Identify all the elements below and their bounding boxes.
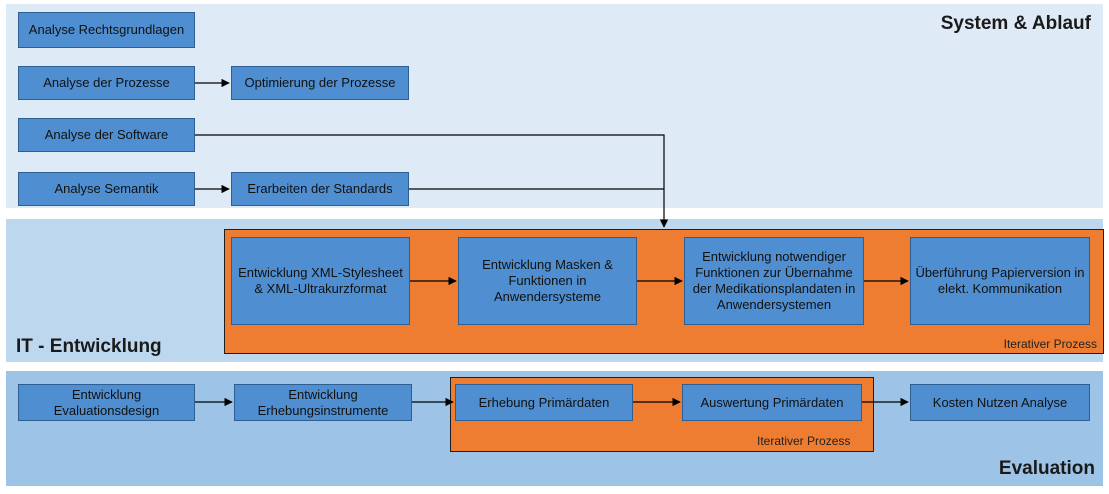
box-entwicklung-funktionen-label: Entwicklung notwendiger Funktionen zur Ü… [692,249,856,312]
box-kosten-nutzen-analyse: Kosten Nutzen Analyse [910,384,1090,421]
box-analyse-rechtsgrundlagen-label: Analyse Rechtsgrundlagen [28,22,185,37]
box-entwicklung-evaluationsdesign-label: Entwicklung Evaluationsdesign [53,386,160,418]
box-analyse-der-prozesse: Analyse der Prozesse [18,66,195,100]
box-erarbeiten-der-standards-label: Erarbeiten der Standards [247,181,393,196]
box-entwicklung-xml-label: Entwicklung XML-Stylesheet & XML-Ultraku… [238,265,403,296]
arrow-software-to-it [195,134,669,228]
box-ueberfuehrung-label: Überführung Papierversion in elekt. Komm… [915,265,1085,296]
lane-title-system-ablauf: System & Ablauf [940,13,1091,34]
box-ueberfuehrung: Überführung Papierversion in elekt. Komm… [910,237,1090,325]
box-analyse-der-prozesse-label: Analyse der Prozesse [43,75,170,90]
lane-title-evaluation: Evaluation [998,458,1095,479]
box-entwicklung-funktionen: Entwicklung notwendiger Funktionen zur Ü… [684,237,864,325]
box-entwicklung-erhebungsinstrumente-label: Entwicklung Erhebungsinstrumente [257,386,389,418]
box-erhebung-primaerdaten-label: Erhebung Primärdaten [478,394,610,410]
box-entwicklung-masken-label: Entwicklung Masken & Funktionen in Anwen… [482,257,613,304]
box-entwicklung-evaluationsdesign: Entwicklung Evaluationsdesign [18,384,195,421]
box-analyse-semantik-label: Analyse Semantik [54,181,159,196]
iterative-process-it-label: Iterativer Prozess [1003,337,1097,351]
box-auswertung-primaerdaten-label: Auswertung Primärdaten [700,394,844,410]
box-erarbeiten-der-standards: Erarbeiten der Standards [231,172,409,206]
box-analyse-rechtsgrundlagen: Analyse Rechtsgrundlagen [18,12,195,48]
box-optimierung-der-prozesse: Optimierung der Prozesse [231,66,409,100]
box-kosten-nutzen-analyse-label: Kosten Nutzen Analyse [932,394,1068,410]
box-analyse-der-software: Analyse der Software [18,118,195,152]
box-analyse-semantik: Analyse Semantik [18,172,195,206]
box-erhebung-primaerdaten: Erhebung Primärdaten [455,384,633,421]
box-optimierung-der-prozesse-label: Optimierung der Prozesse [244,75,396,90]
box-auswertung-primaerdaten: Auswertung Primärdaten [682,384,862,421]
box-entwicklung-xml: Entwicklung XML-Stylesheet & XML-Ultraku… [231,237,410,325]
iterative-process-evaluation-label: Iterativer Prozess [757,434,851,448]
box-analyse-der-software-label: Analyse der Software [44,127,169,142]
box-entwicklung-erhebungsinstrumente: Entwicklung Erhebungsinstrumente [234,384,412,421]
box-entwicklung-masken: Entwicklung Masken & Funktionen in Anwen… [458,237,637,325]
lane-title-it-entwicklung: IT - Entwicklung [16,336,162,357]
